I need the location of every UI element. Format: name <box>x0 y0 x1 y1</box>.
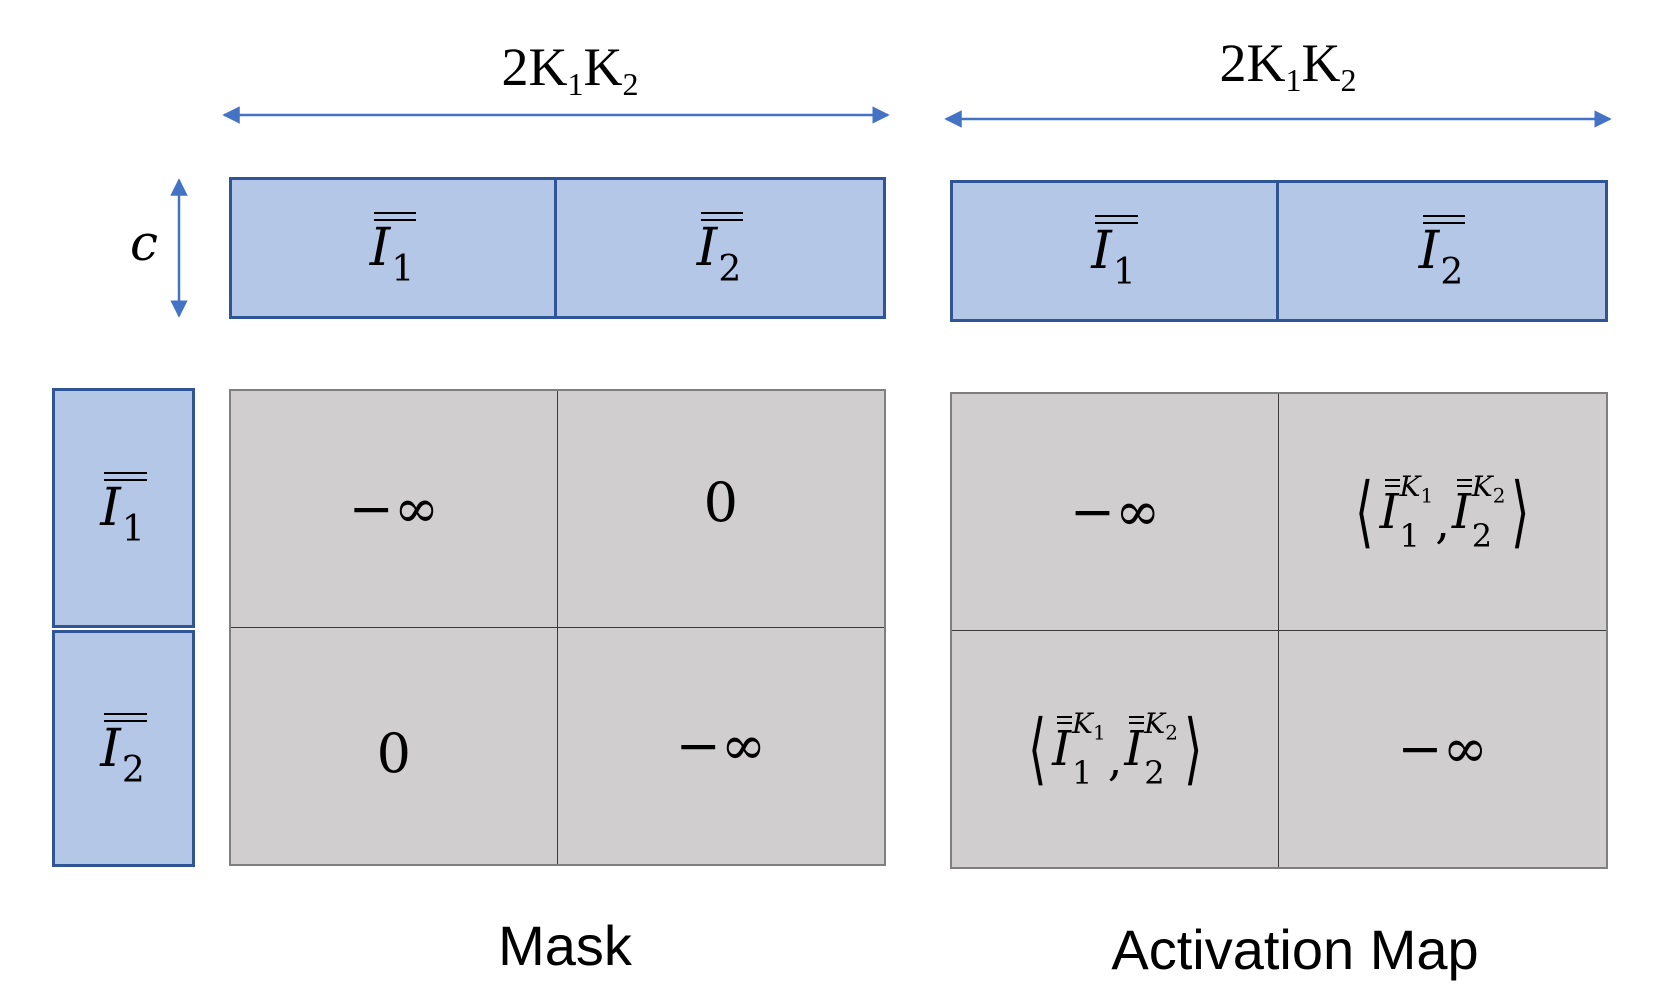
left-width-label: 2K1K2 <box>501 37 639 102</box>
right-query-blocks: I1 I2 <box>950 180 1608 322</box>
i2-symbol: I2 <box>697 212 744 288</box>
i2-symbol: I2 <box>100 712 147 788</box>
right-width-label: 2K1K2 <box>1219 33 1357 98</box>
i1-symbol: I1 <box>100 472 147 548</box>
mask-cell-r0c1: 0 <box>557 391 884 628</box>
mask-grid: −∞ 0 0 −∞ <box>229 389 886 866</box>
i1-symbol: I1 <box>1091 215 1138 291</box>
activation-map-caption: Activation Map <box>1111 918 1479 981</box>
left-query-blocks: I1 I2 <box>229 177 886 319</box>
left-top-block-1: I1 <box>229 177 557 319</box>
right-top-block-1: I1 <box>950 180 1279 322</box>
activation-cell-r1c1: −∞ <box>1397 716 1488 780</box>
right-top-block-2: I2 <box>1279 180 1608 322</box>
mask-cell-r1c0: 0 <box>231 627 558 864</box>
left-key-blocks: I1 I2 <box>52 388 195 867</box>
i1-symbol: I1 <box>370 212 417 288</box>
mask-cell-r0c0: −∞ <box>231 391 558 628</box>
i2-symbol: I2 <box>1419 215 1466 291</box>
side-block-2: I2 <box>52 630 195 867</box>
side-block-1: I1 <box>52 388 195 628</box>
mask-cell-r1c1: −∞ <box>675 713 766 777</box>
left-top-block-2: I2 <box>557 177 886 319</box>
mask-caption: Mask <box>498 914 632 977</box>
height-label: c <box>130 214 159 272</box>
activation-cell-r0c0: −∞ <box>952 394 1279 631</box>
